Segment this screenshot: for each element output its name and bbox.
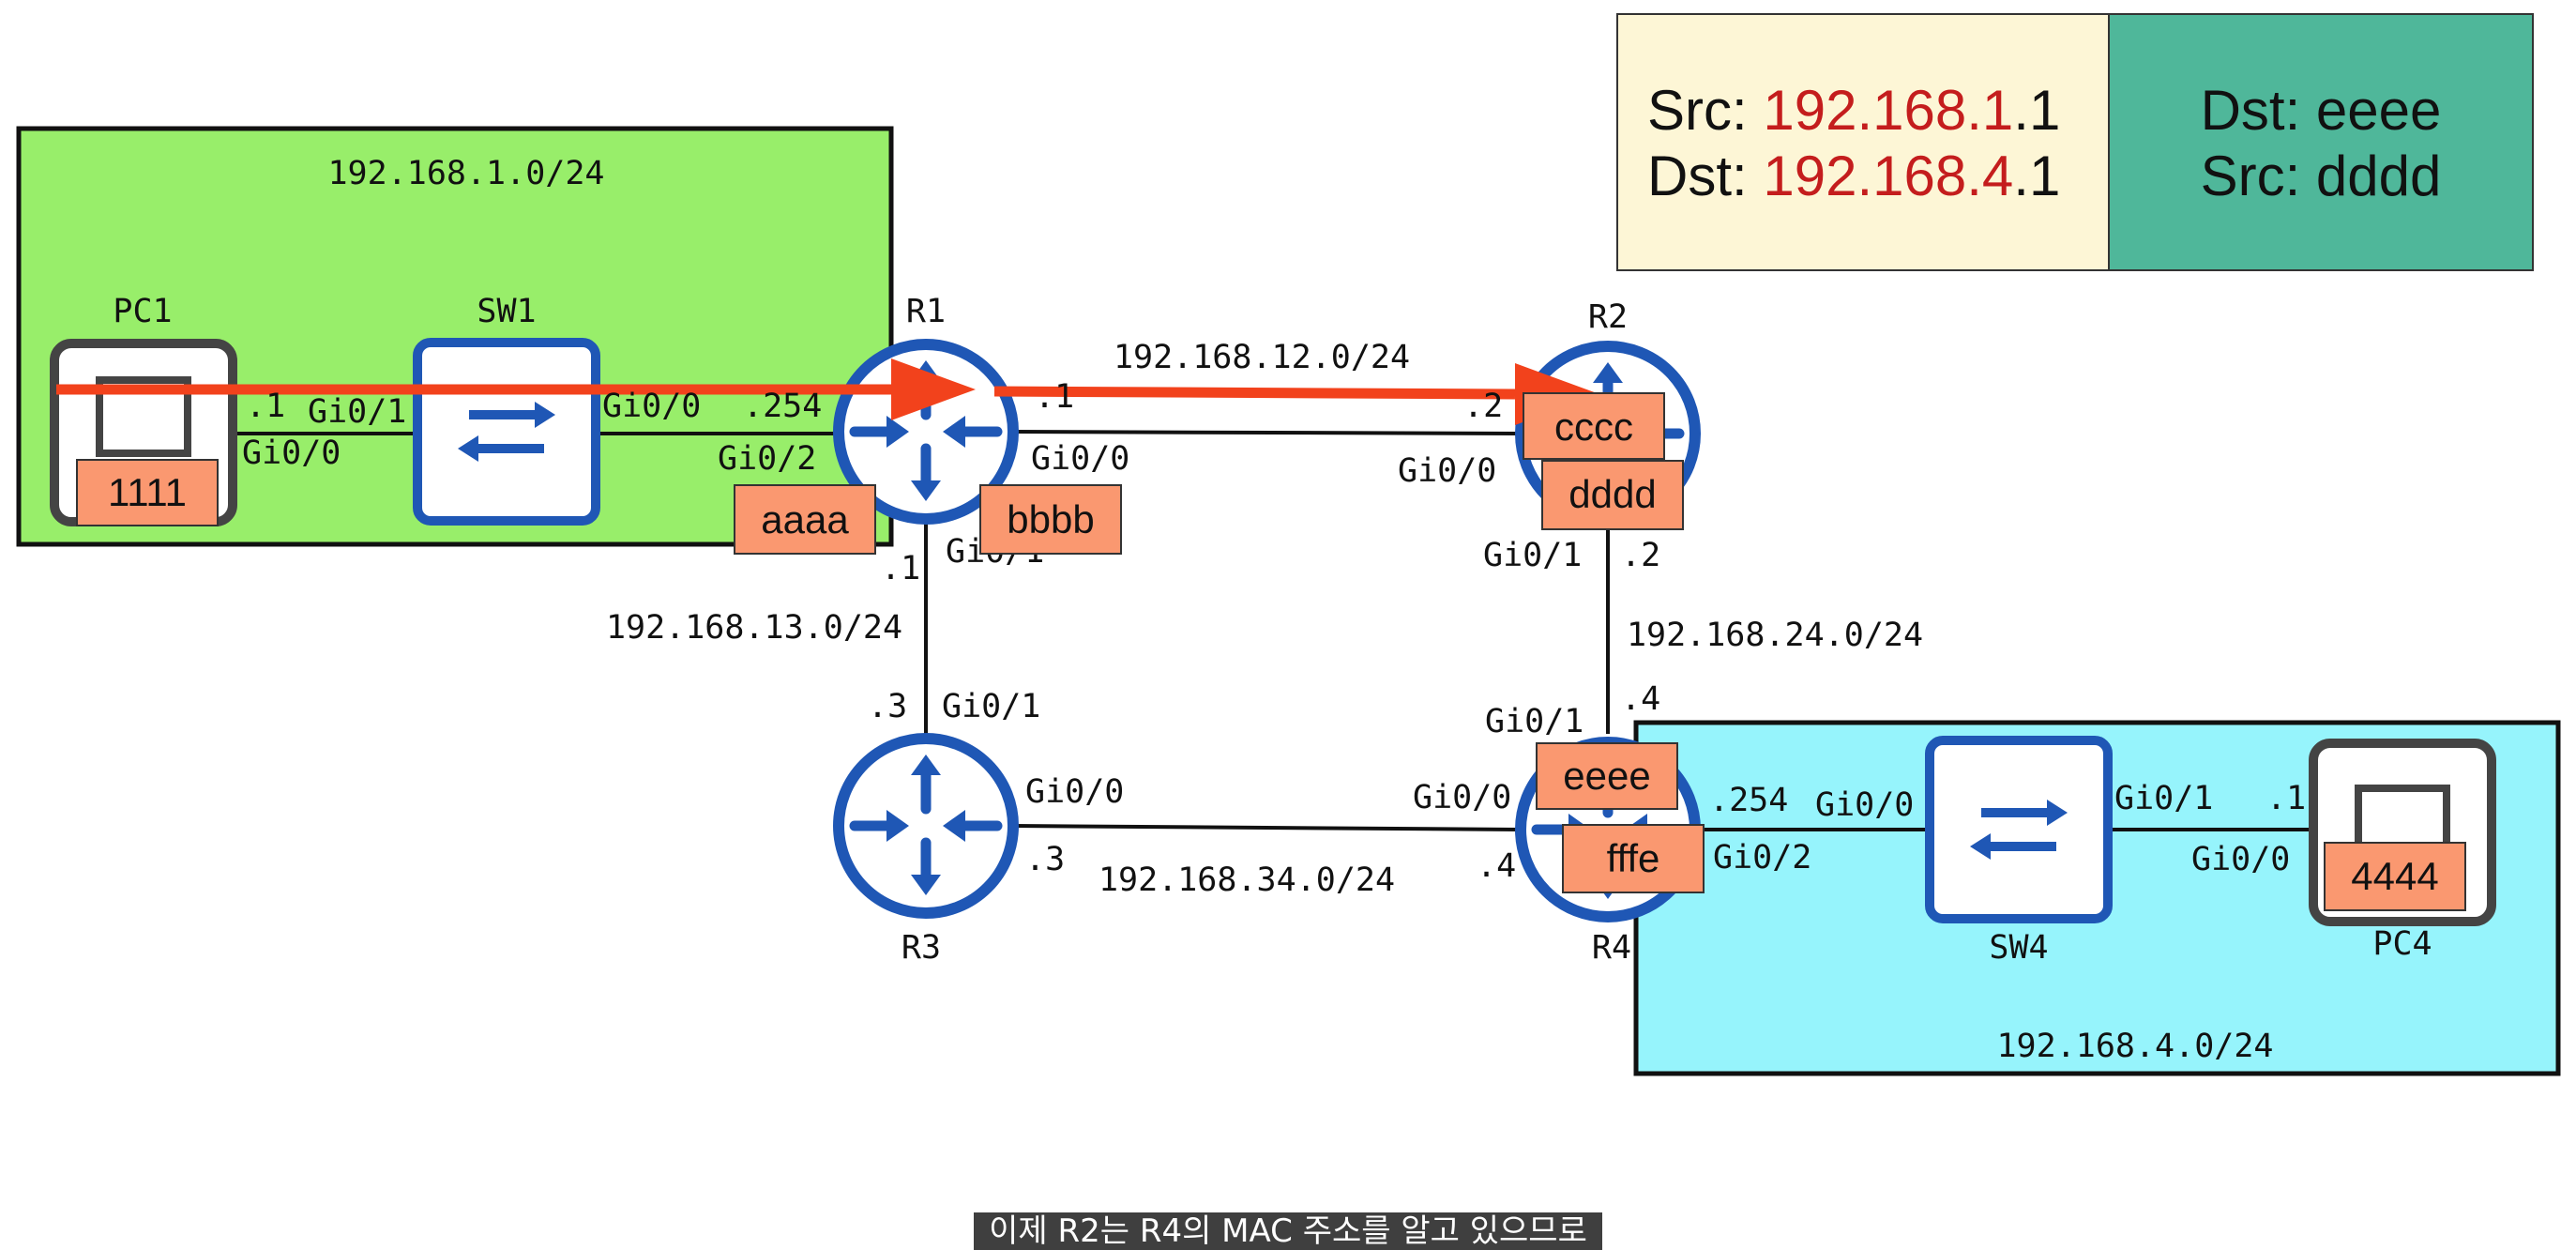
svg-text:aaaa: aaaa bbox=[761, 497, 849, 541]
mac-label-r2-gi00: cccc bbox=[1523, 392, 1665, 460]
r2-gi00-label: Gi0/0 bbox=[1398, 452, 1496, 490]
pc4-label: PC4 bbox=[2372, 925, 2432, 963]
mac-label-r2-gi01: dddd bbox=[1541, 460, 1684, 530]
pc1-host-label: .1 bbox=[246, 388, 285, 425]
r4-label: R4 bbox=[1592, 929, 1631, 967]
subtitle-caption: 이제 R2는 R4의 MAC 주소를 알고 있으므로 bbox=[974, 1212, 1602, 1250]
mac-label-pc4: 4444 bbox=[2324, 842, 2466, 911]
sw4-gi00-label: Gi0/0 bbox=[1815, 786, 1914, 824]
svg-text:1111: 1111 bbox=[108, 470, 187, 514]
sw1-label: SW1 bbox=[477, 293, 536, 330]
sw4-icon[interactable] bbox=[1925, 736, 2113, 923]
r2-host-r1-label: .2 bbox=[1463, 388, 1503, 425]
l3-dst-line: Dst: 192.168.4.1 bbox=[1647, 145, 2060, 207]
network-lan1-label: 192.168.1.0/24 bbox=[327, 155, 604, 192]
network-r3-r4-label: 192.168.34.0/24 bbox=[1099, 861, 1395, 899]
r4-host-r3-label: .4 bbox=[1477, 847, 1516, 885]
link-r3-r4 bbox=[1012, 824, 1521, 831]
l3-src-line: Src: 192.168.1.1 bbox=[1647, 79, 2060, 142]
sw4-gi01-label: Gi0/1 bbox=[2114, 780, 2213, 817]
svg-text:4444: 4444 bbox=[2351, 854, 2438, 898]
pc1-label: PC1 bbox=[113, 293, 172, 330]
sw1-gi01-label: Gi0/1 bbox=[308, 393, 406, 431]
r1-host-r2-label: .1 bbox=[1035, 378, 1074, 416]
r3-icon[interactable] bbox=[833, 733, 1019, 919]
r3-gi01-label: Gi0/1 bbox=[942, 688, 1040, 725]
r3-host-r1-label: .3 bbox=[868, 688, 907, 725]
r4-gi01-label: Gi0/1 bbox=[1485, 703, 1583, 740]
l2-src-line: Src: dddd bbox=[2201, 145, 2442, 207]
svg-text:eeee: eeee bbox=[1563, 754, 1650, 798]
svg-text:bbbb: bbbb bbox=[1007, 497, 1094, 541]
r3-label: R3 bbox=[902, 929, 941, 967]
r2-label: R2 bbox=[1588, 298, 1628, 336]
sw4-label: SW4 bbox=[1989, 929, 2048, 967]
mac-label-r4-gi02: fffe bbox=[1562, 824, 1705, 893]
r4-host-lan-label: .254 bbox=[1709, 782, 1788, 819]
l2-dst-line: Dst: eeee bbox=[2201, 79, 2442, 142]
r1-host-lan-label: .254 bbox=[743, 388, 822, 425]
network-r2-r4-label: 192.168.24.0/24 bbox=[1627, 617, 1923, 654]
r1-label: R1 bbox=[906, 293, 946, 330]
pc4-interface-label: Gi0/0 bbox=[2191, 841, 2290, 878]
network-r1-r2-label: 192.168.12.0/24 bbox=[1114, 339, 1410, 376]
sw1-gi00-label: Gi0/0 bbox=[602, 388, 701, 425]
svg-text:cccc: cccc bbox=[1554, 404, 1633, 449]
link-r1-r2 bbox=[1012, 430, 1521, 435]
r3-host-r4-label: .3 bbox=[1025, 841, 1065, 878]
packet-arrow-pc1-r1 bbox=[56, 358, 976, 420]
mac-label-r4-gi01: eeee bbox=[1536, 742, 1678, 810]
svg-text:fffe: fffe bbox=[1607, 836, 1660, 880]
r3-gi00-label: Gi0/0 bbox=[1025, 773, 1124, 811]
mac-label-r1-gi00: bbbb bbox=[979, 484, 1122, 555]
mac-label-r1-gi02: aaaa bbox=[734, 484, 876, 555]
r1-host-r3-label: .1 bbox=[881, 550, 920, 587]
svg-text:dddd: dddd bbox=[1568, 472, 1656, 516]
mac-label-pc1: 1111 bbox=[76, 459, 219, 526]
r1-gi00-label: Gi0/0 bbox=[1031, 440, 1129, 478]
l2-header-box bbox=[2108, 13, 2534, 271]
r4-host-r2-label: .4 bbox=[1621, 680, 1660, 718]
r4-gi00-label: Gi0/0 bbox=[1413, 779, 1511, 816]
r4-gi02-label: Gi0/2 bbox=[1713, 839, 1811, 877]
sw1-icon[interactable] bbox=[413, 338, 600, 526]
pc1-interface-label: Gi0/0 bbox=[242, 434, 341, 472]
network-r1-r3-label: 192.168.13.0/24 bbox=[606, 609, 902, 647]
l3-header-box bbox=[1616, 13, 2110, 271]
network-lan4-label: 192.168.4.0/24 bbox=[1996, 1028, 2273, 1065]
pc4-host-label: .1 bbox=[2266, 780, 2306, 817]
r2-gi01-label: Gi0/1 bbox=[1483, 537, 1582, 574]
r2-host-r4-label: .2 bbox=[1621, 537, 1660, 574]
r1-gi02-label: Gi0/2 bbox=[718, 440, 816, 478]
